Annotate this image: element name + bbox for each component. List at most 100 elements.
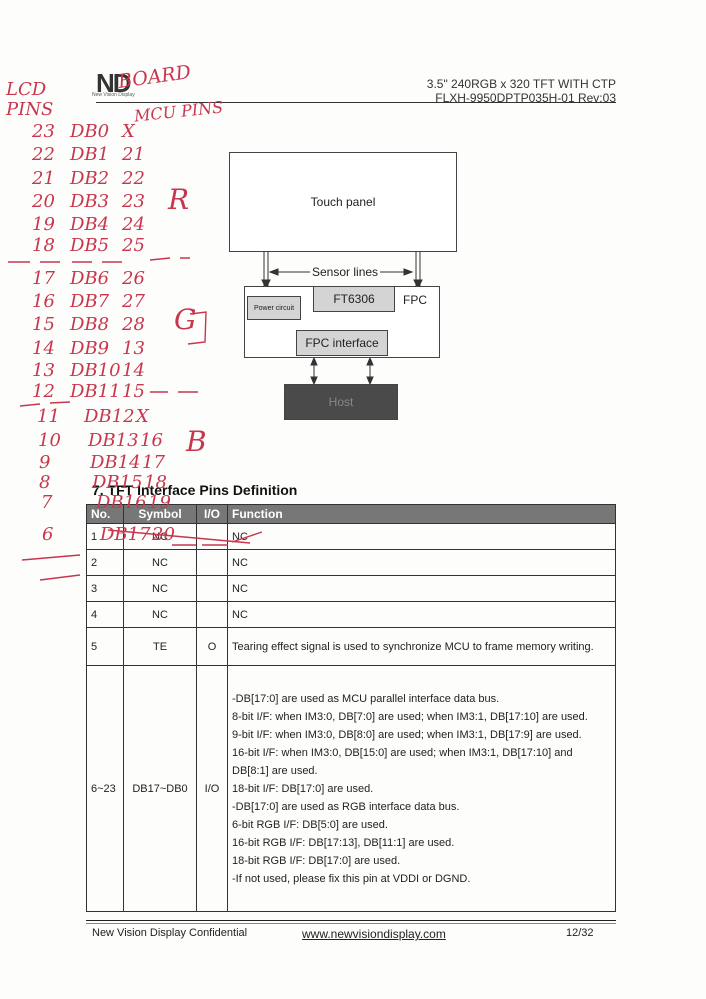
page-number: 12/32 bbox=[566, 927, 594, 939]
handwritten-mcu-pin: 13 bbox=[122, 338, 145, 359]
fpc-interface-box: FPC interface bbox=[296, 330, 388, 356]
function-line: -DB[17:0] are used as MCU parallel inter… bbox=[232, 692, 500, 705]
note-group-b: B bbox=[186, 425, 207, 458]
handwritten-lcd-pin: 21 bbox=[32, 168, 55, 189]
handwritten-lcd-pin: 16 bbox=[32, 291, 55, 312]
col-header-io: I/O bbox=[196, 504, 228, 524]
function-line: 9-bit I/F: when IM3:0, DB[8:0] are used;… bbox=[232, 728, 582, 741]
handwritten-mcu-pin: 15 bbox=[122, 381, 145, 402]
handwritten-db-signal: DB8 bbox=[70, 314, 110, 335]
table-row: 4 NC NC bbox=[86, 601, 616, 628]
handwritten-mcu-pin: 19 bbox=[148, 492, 171, 513]
handwritten-lcd-pin: 8 bbox=[39, 472, 51, 493]
company-logo: ND New Vision Display bbox=[92, 68, 146, 102]
table-row: 6~23 DB17~DB0 I/O -DB[17:0] are used as … bbox=[86, 665, 616, 912]
cell-io: I/O bbox=[196, 665, 228, 912]
section-title: 7. TFT Interface Pins Definition bbox=[92, 482, 298, 498]
handwritten-mcu-pin: 22 bbox=[122, 168, 145, 189]
function-line: 16-bit RGB I/F: DB[17:13], DB[11:1] are … bbox=[232, 836, 455, 849]
handwritten-lcd-pin: 22 bbox=[32, 144, 55, 165]
handwritten-mcu-pin: 27 bbox=[122, 291, 145, 312]
handwritten-mcu-pin: X bbox=[122, 121, 135, 142]
handwritten-lcd-pin: 19 bbox=[32, 214, 55, 235]
footer-divider-2 bbox=[86, 923, 616, 924]
touch-panel-box: Touch panel bbox=[229, 152, 457, 252]
handwritten-db-signal: DB9 bbox=[70, 338, 110, 359]
handwritten-db-signal: DB12 bbox=[84, 406, 135, 427]
handwritten-db-signal: DB13 bbox=[88, 430, 139, 451]
handwritten-db-signal: DB5 bbox=[70, 235, 110, 256]
handwritten-mcu-pin: 25 bbox=[122, 235, 145, 256]
handwritten-lcd-pin: 7 bbox=[41, 492, 53, 513]
handwritten-mcu-pin: 16 bbox=[140, 430, 163, 451]
handwritten-lcd-pin: 15 bbox=[32, 314, 55, 335]
handwritten-lcd-pin: 14 bbox=[32, 338, 55, 359]
document-title: 3.5" 240RGB x 320 TFT WITH CTP FLXH-9950… bbox=[427, 77, 616, 105]
power-circuit-label: Power circuit bbox=[253, 304, 295, 312]
handwritten-db-signal: DB7 bbox=[70, 291, 110, 312]
handwritten-mcu-pin: 17 bbox=[142, 452, 165, 473]
host-label: Host bbox=[328, 395, 354, 409]
handwritten-db-signal: DB3 bbox=[70, 191, 110, 212]
function-line: -If not used, please fix this pin at VDD… bbox=[232, 872, 471, 885]
handwritten-mcu-pin: 21 bbox=[122, 144, 145, 165]
ft6306-label: FT6306 bbox=[333, 292, 375, 306]
function-line: 18-bit RGB I/F: DB[17:0] are used. bbox=[232, 854, 401, 867]
function-line: 18-bit I/F: DB[17:0] are used. bbox=[232, 782, 374, 795]
cell-io bbox=[196, 549, 228, 576]
cell-no: 2 bbox=[86, 549, 124, 576]
handwritten-lcd-pin: 23 bbox=[32, 121, 55, 142]
note-group-g: G bbox=[174, 303, 197, 336]
handwritten-lcd-pin: 6 bbox=[42, 524, 54, 545]
handwritten-lcd-pin: 18 bbox=[32, 235, 55, 256]
note-lcd-pins: LCD PINS bbox=[6, 79, 54, 120]
table-row: 5 TE O Tearing effect signal is used to … bbox=[86, 627, 616, 666]
handwritten-mcu-pin: 23 bbox=[122, 191, 145, 212]
note-group-r: R bbox=[168, 183, 190, 216]
handwritten-db-signal: DB14 bbox=[90, 452, 141, 473]
handwritten-db-signal: DB10 bbox=[70, 360, 121, 381]
pins-table: No. Symbol I/O Function 1 NC NC 2 NC NC … bbox=[86, 504, 616, 912]
handwritten-lcd-pin: 20 bbox=[32, 191, 55, 212]
handwritten-db-signal: DB1 bbox=[70, 144, 110, 165]
table-header-row: No. Symbol I/O Function bbox=[86, 504, 616, 524]
handwritten-lcd-pin: 10 bbox=[38, 430, 61, 451]
cell-no: 4 bbox=[86, 601, 124, 628]
function-line: 16-bit I/F: when IM3:0, DB[15:0] are use… bbox=[232, 746, 573, 759]
handwritten-db-signal: DB15 bbox=[92, 472, 143, 493]
function-line: 8-bit I/F: when IM3:0, DB[7:0] are used;… bbox=[232, 710, 588, 723]
title-line-1: 3.5" 240RGB x 320 TFT WITH CTP bbox=[426, 77, 616, 91]
logo-subtext: New Vision Display bbox=[92, 92, 135, 98]
cell-function: -DB[17:0] are used as MCU parallel inter… bbox=[227, 665, 616, 912]
fpc-interface-label: FPC interface bbox=[305, 336, 379, 350]
footer-website-link[interactable]: www.newvisiondisplay.com bbox=[302, 927, 446, 941]
cell-symbol: DB17~DB0 bbox=[123, 665, 197, 912]
footer-left: New Vision Display Confidential bbox=[92, 927, 248, 939]
handwritten-lcd-pin: 13 bbox=[32, 360, 55, 381]
handwritten-db-signal: DB11 bbox=[70, 381, 121, 402]
table-row: 2 NC NC bbox=[86, 549, 616, 576]
handwritten-mcu-pin: X bbox=[136, 406, 149, 427]
function-line: DB[8:1] are used. bbox=[232, 764, 318, 777]
handwritten-lcd-pin: 9 bbox=[39, 452, 51, 473]
cell-function: NC bbox=[227, 601, 616, 628]
handwritten-mcu-pin: 14 bbox=[122, 360, 145, 381]
header-divider bbox=[96, 102, 616, 103]
logo-text: ND bbox=[96, 68, 132, 98]
ft6306-box: FT6306 bbox=[313, 286, 395, 312]
function-line: -DB[17:0] are used as RGB interface data… bbox=[232, 800, 460, 813]
handwritten-db-signal: DB2 bbox=[70, 168, 110, 189]
fpc-label: FPC bbox=[403, 293, 427, 307]
function-line: 6-bit RGB I/F: DB[5:0] are used. bbox=[232, 818, 388, 831]
col-header-function: Function bbox=[227, 504, 616, 524]
handwritten-lcd-pin: 12 bbox=[32, 381, 55, 402]
title-line-2: FLXH-9950DPTP035H-01 Rev:03 bbox=[435, 91, 616, 105]
handwritten-mcu-pin: 18 bbox=[144, 472, 167, 493]
cell-no: 6~23 bbox=[86, 665, 124, 912]
power-circuit-box: Power circuit bbox=[247, 296, 301, 320]
handwritten-lcd-pin: 17 bbox=[32, 268, 55, 289]
footer-divider bbox=[86, 920, 616, 921]
col-header-symbol: Symbol bbox=[123, 504, 197, 524]
handwritten-mcu-pin: 24 bbox=[122, 214, 145, 235]
